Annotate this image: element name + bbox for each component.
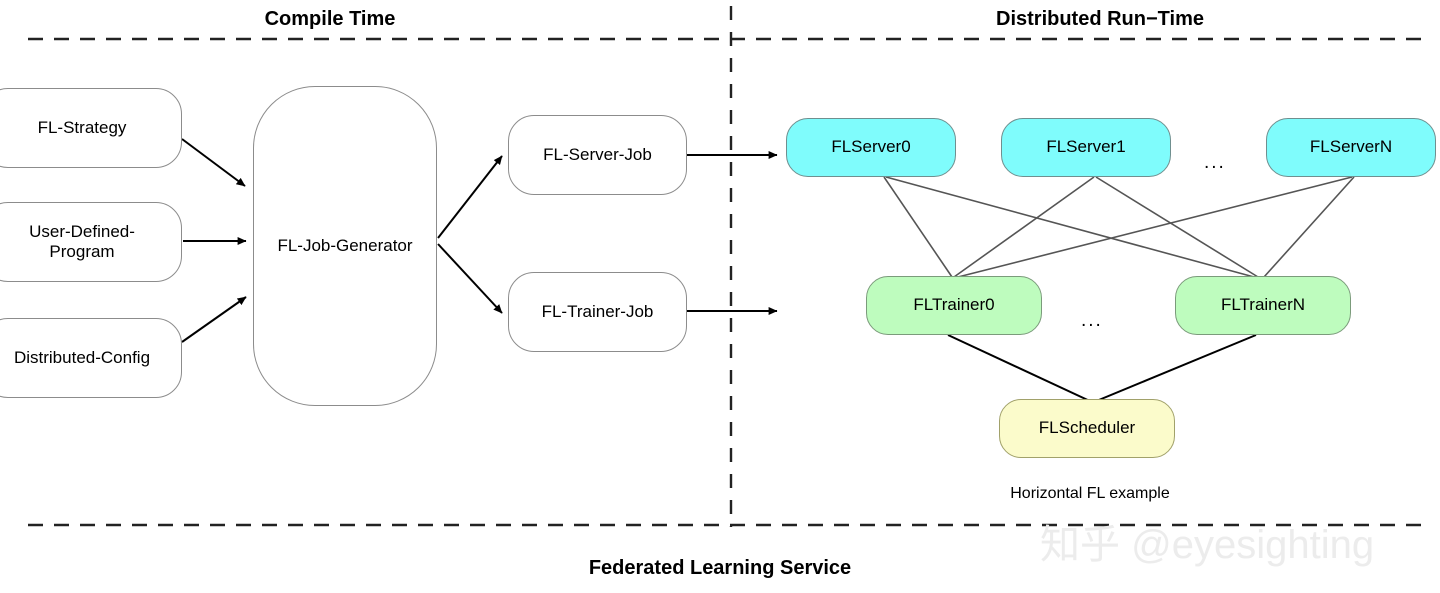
- edge-flserver1-fltrainer0: [953, 176, 1095, 278]
- node-fl-trainer-job-label: FL-Trainer-Job: [541, 301, 654, 321]
- node-fl-strategy[interactable]: FL-Strategy: [0, 88, 182, 168]
- edge-fltrainer0-flscheduler: [947, 334, 1093, 403]
- server-row-ellipsis: ...: [1204, 152, 1226, 173]
- node-fltrainer0[interactable]: FLTrainer0: [866, 276, 1042, 335]
- node-fltrainer0-label: FLTrainer0: [913, 295, 995, 315]
- node-flserver0-label: FLServer0: [831, 137, 911, 157]
- footer-title: Federated Learning Service: [588, 557, 852, 579]
- node-fl-strategy-label: FL-Strategy: [37, 117, 127, 137]
- node-flserver1-label: FLServer1: [1046, 137, 1126, 157]
- edge-fltrainern-flscheduler: [1093, 334, 1257, 403]
- edge-flserver0-fltrainern: [885, 176, 1255, 278]
- runtime-caption: Horizontal FL example: [1010, 485, 1170, 502]
- node-distributed-config-label: Distributed-Config: [13, 347, 151, 367]
- node-user-defined-program-label: User-Defined-Program: [29, 221, 135, 261]
- watermark: 知乎 @eyesighting: [1040, 523, 1375, 567]
- node-user-defined-program[interactable]: User-Defined-Program: [0, 202, 182, 282]
- trainer-row-ellipsis: ...: [1081, 310, 1103, 331]
- node-fl-trainer-job[interactable]: FL-Trainer-Job: [508, 272, 687, 352]
- edge-flservern-fltrainern: [1263, 176, 1355, 278]
- node-fl-server-job[interactable]: FL-Server-Job: [508, 115, 687, 195]
- edge-generator-to-trainer-job: [437, 243, 503, 314]
- phase-label-distributed-run-time: Distributed Run−Time: [996, 8, 1204, 30]
- node-fltrainern-label: FLTrainerN: [1220, 295, 1306, 315]
- edge-config-to-generator: [181, 296, 247, 343]
- node-fl-server-job-label: FL-Server-Job: [543, 144, 652, 164]
- edge-generator-to-server-job: [437, 155, 503, 239]
- node-flservern[interactable]: FLServerN: [1266, 118, 1436, 177]
- node-flserver1[interactable]: FLServer1: [1001, 118, 1171, 177]
- edge-strategy-to-generator: [181, 138, 246, 187]
- edge-flserver0-fltrainer0: [883, 176, 953, 278]
- node-flserver0[interactable]: FLServer0: [786, 118, 956, 177]
- node-fltrainern[interactable]: FLTrainerN: [1175, 276, 1351, 335]
- edge-flserver1-fltrainern: [1095, 176, 1259, 278]
- node-distributed-config[interactable]: Distributed-Config: [0, 318, 182, 398]
- node-fl-job-generator-label: FL-Job-Generator: [277, 235, 413, 255]
- phase-label-compile-time: Compile Time: [264, 8, 396, 30]
- node-flservern-label: FLServerN: [1309, 137, 1393, 157]
- edge-flservern-fltrainer0: [957, 176, 1353, 278]
- node-flscheduler[interactable]: FLScheduler: [999, 399, 1175, 458]
- node-fl-job-generator[interactable]: FL-Job-Generator: [253, 86, 437, 406]
- node-flscheduler-label: FLScheduler: [1038, 418, 1136, 438]
